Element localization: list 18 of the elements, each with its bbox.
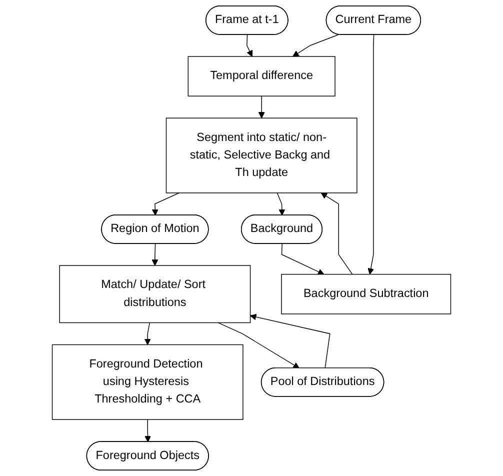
arrow [144, 419, 152, 442]
arrow [152, 244, 158, 266]
arrow [250, 314, 330, 369]
arrow [320, 192, 353, 275]
arrow [281, 244, 324, 275]
arrow [258, 96, 265, 118]
node-box: Temporal difference [188, 56, 336, 96]
arrow [292, 34, 339, 57]
node-box: Foreground Detection using Hysteresis Thresholding + CCA [52, 344, 244, 420]
arrow [368, 34, 374, 275]
node-box: Match/ Update/ Sort distributions [59, 265, 251, 324]
arrow [276, 192, 286, 216]
arrow [246, 34, 253, 57]
arrow [152, 192, 180, 216]
arrow [144, 322, 151, 345]
node-box: Segment into static/ non-static, Selective Backg and Th update [166, 118, 358, 194]
arrow [218, 322, 300, 368]
node-box: Background Subtraction [281, 274, 452, 314]
